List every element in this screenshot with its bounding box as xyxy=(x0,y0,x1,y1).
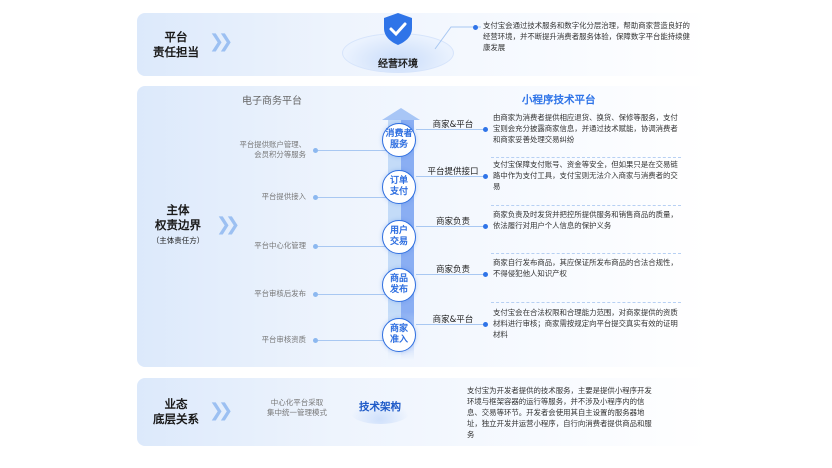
dashed-divider xyxy=(491,157,681,158)
flow-node: 消费者服务 xyxy=(382,123,416,157)
node-line1: 用户 xyxy=(389,226,408,236)
left-connector xyxy=(318,246,386,247)
responsible-party-label: 平台提供接口 xyxy=(427,167,479,177)
bottom-description: 支付宝为开发者提供的技术服务，主要是提供小程序开发环境与框架容器的运行等服务，并… xyxy=(467,386,652,439)
dashed-divider xyxy=(491,302,681,303)
responsible-party-label: 商家负责 xyxy=(435,265,470,275)
responsibility-description: 支付宝保障支付账号、资金等安全，但如果只是在交易链路中作为支付工具，支付宝则无法… xyxy=(493,160,678,191)
right-bullet-dot xyxy=(483,322,488,327)
dashed-divider xyxy=(491,253,681,254)
left-bullet-dot xyxy=(313,195,318,200)
node-line1: 商品 xyxy=(389,274,408,284)
bottom-label: 业态 底层关系 xyxy=(151,397,201,427)
centralized-line1: 中心化平台采取 xyxy=(270,398,324,407)
right-connector xyxy=(416,274,486,275)
dashed-divider xyxy=(491,205,681,206)
top-label: 平台 责任担当 xyxy=(151,30,201,60)
left-item-text: 平台提供账户管理、会员积分等服务 xyxy=(239,140,306,159)
centralized-line2: 集中统一管理模式 xyxy=(267,408,327,417)
bottom-label-line1: 业态 xyxy=(164,397,188,411)
left-connector xyxy=(318,197,386,198)
top-description: 支付宝会通过技术服务和数字化分层治理，帮助商家营造良好的经营环境，并不断提升消费… xyxy=(483,21,690,52)
node-line2: 发布 xyxy=(389,285,408,295)
responsibility-description: 支付宝会在合法权限和合理能力范围，对商家提供的资质材料进行审核；商家需按规定向平… xyxy=(493,308,678,339)
middle-label-line2: 权责边界 xyxy=(155,218,201,232)
centralized-management-text: 中心化平台采取 集中统一管理模式 xyxy=(257,398,337,418)
flow-node: 商品发布 xyxy=(382,268,416,302)
left-connector xyxy=(318,340,386,341)
responsible-party-label: 商家&平台 xyxy=(432,315,474,325)
bottom-label-line2: 底层关系 xyxy=(153,412,199,426)
top-label-line1: 平台 xyxy=(164,30,188,44)
left-item-text: 平台审核资质 xyxy=(261,335,306,344)
node-line2: 服务 xyxy=(389,140,408,150)
responsibility-description: 商家自行发布商品，其应保证所发布商品的合法合规性，不得侵犯他人知识产权 xyxy=(493,258,678,278)
flow-node: 用户交易 xyxy=(382,220,416,254)
business-environment-title: 经营环境 xyxy=(378,59,418,70)
left-item-text: 平台中心化管理 xyxy=(254,241,306,250)
platform-responsibility-panel: 平台 责任担当 ❯❯ 经营环境 支付宝会通过技术服务和数字化分层治理，帮助商家营… xyxy=(137,13,709,76)
responsible-party-label: 商家负责 xyxy=(435,217,470,227)
left-bullet-dot xyxy=(313,148,318,153)
responsibility-description: 商家负责及时发货并把控所提供服务和销售商品的质量，依法履行对用户个人信息的保护义… xyxy=(493,210,678,230)
chevron-right-icon: ❯❯ xyxy=(216,214,240,235)
right-bullet-dot xyxy=(483,174,488,179)
connector-line xyxy=(434,26,481,50)
node-line2: 支付 xyxy=(389,187,408,197)
flow-node: 订单支付 xyxy=(382,170,416,204)
node-line1: 商家 xyxy=(389,324,408,334)
right-connector xyxy=(416,129,486,130)
left-connector xyxy=(318,294,386,295)
bullet-dot xyxy=(473,25,478,30)
responsible-party-label: 商家&平台 xyxy=(432,120,474,130)
ecommerce-platform-title: 电子商务平台 xyxy=(242,96,302,107)
chevron-right-icon: ❯❯ xyxy=(209,31,233,52)
left-item-text: 平台提供接入 xyxy=(261,192,306,201)
tech-architecture-ellipse xyxy=(350,400,410,424)
responsibility-description: 由商家为消费者提供相应退货、换货、保修等服务，支付宝则会充分披露商家信息，并通过… xyxy=(493,113,678,144)
right-bullet-dot xyxy=(483,127,488,132)
node-line1: 订单 xyxy=(389,176,408,186)
right-connector xyxy=(416,324,486,325)
right-connector xyxy=(416,176,486,177)
arrow-head xyxy=(382,108,420,120)
mini-program-platform-title: 小程序技术平台 xyxy=(522,94,596,106)
left-bullet-dot xyxy=(313,292,318,297)
left-connector xyxy=(318,150,386,151)
right-connector xyxy=(416,226,486,227)
business-foundation-panel: 业态 底层关系 ❯❯ 中心化平台采取 集中统一管理模式 技术架构 支付宝为开发者… xyxy=(137,378,709,446)
node-line2: 准入 xyxy=(389,335,408,345)
middle-label: 主体 权责边界 （主体责任方） xyxy=(143,203,213,248)
left-item-text: 平台审核后发布 xyxy=(254,289,306,298)
top-label-line2: 责任担当 xyxy=(153,45,199,59)
tech-architecture-title: 技术架构 xyxy=(359,401,401,413)
node-line2: 交易 xyxy=(389,237,408,247)
shield-check-icon xyxy=(384,13,412,45)
left-bullet-dot xyxy=(313,244,318,249)
right-bullet-dot xyxy=(483,224,488,229)
flow-node: 商家准入 xyxy=(382,318,416,352)
middle-label-line1: 主体 xyxy=(166,203,190,217)
node-line1: 消费者 xyxy=(385,129,413,139)
left-bullet-dot xyxy=(313,338,318,343)
right-bullet-dot xyxy=(483,272,488,277)
middle-label-sub: （主体责任方） xyxy=(151,236,205,245)
chevron-right-icon: ❯❯ xyxy=(209,400,233,421)
